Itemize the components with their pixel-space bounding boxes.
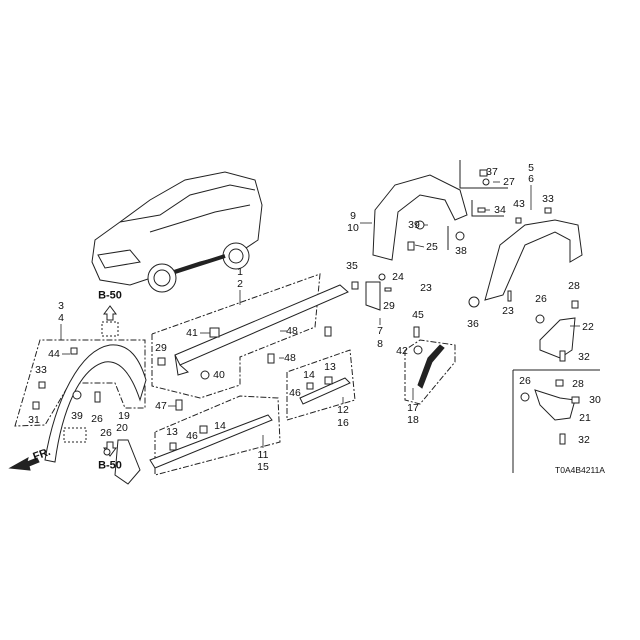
part-number[interactable]: 33 xyxy=(35,363,47,376)
part-number[interactable]: 22 xyxy=(582,320,594,333)
part-number[interactable]: 30 xyxy=(589,393,601,406)
part-number[interactable]: 23 xyxy=(502,304,514,317)
part-number[interactable]: 13 xyxy=(324,360,336,373)
part-number[interactable]: 21 xyxy=(579,411,591,424)
part-number[interactable]: 14 xyxy=(214,419,226,432)
ref-arrow-down xyxy=(103,441,117,457)
part-number[interactable]: 9 xyxy=(350,209,356,222)
part-number[interactable]: 10 xyxy=(347,221,359,234)
part-number[interactable]: 1 xyxy=(237,265,243,278)
part-number[interactable]: 26 xyxy=(91,412,103,425)
part-number[interactable]: 36 xyxy=(467,317,479,330)
part-number[interactable]: 25 xyxy=(426,240,438,253)
part-number[interactable]: 2 xyxy=(237,277,243,290)
part-number[interactable]: 33 xyxy=(542,192,554,205)
vehicle-illustration xyxy=(91,171,263,293)
part-number[interactable]: 4 xyxy=(58,311,64,324)
part-number[interactable]: 3 xyxy=(58,299,64,312)
part-number[interactable]: 28 xyxy=(568,279,580,292)
part-number[interactable]: 31 xyxy=(28,413,40,426)
part-number[interactable]: 12 xyxy=(337,403,349,416)
part-number[interactable]: 46 xyxy=(289,386,301,399)
part-number[interactable]: 46 xyxy=(186,429,198,442)
part-number[interactable]: 43 xyxy=(513,197,525,210)
part-number[interactable]: 44 xyxy=(48,347,60,360)
part-number[interactable]: 26 xyxy=(100,426,112,439)
part-number[interactable]: 6 xyxy=(528,172,534,185)
part-number[interactable]: 26 xyxy=(519,374,531,387)
ref-label-b50-top: B-50 xyxy=(98,289,122,302)
ref-label-b50-bottom: B-50 xyxy=(98,459,122,472)
part-number[interactable]: 27 xyxy=(503,175,515,188)
part-number[interactable]: 32 xyxy=(578,433,590,446)
part-number[interactable]: 23 xyxy=(420,281,432,294)
part-number[interactable]: 41 xyxy=(186,326,198,339)
part-number[interactable]: 39 xyxy=(71,409,83,422)
part-number[interactable]: 34 xyxy=(494,203,506,216)
part-number[interactable]: 19 xyxy=(118,409,130,422)
part-number[interactable]: 32 xyxy=(578,350,590,363)
part-number[interactable]: 5 xyxy=(528,161,534,174)
diagram-code: T0A4B4211A xyxy=(555,464,605,475)
part-number[interactable]: 40 xyxy=(213,368,225,381)
part-number[interactable]: 7 xyxy=(377,324,383,337)
part-number[interactable]: 39 xyxy=(408,218,420,231)
part-number[interactable]: 47 xyxy=(155,399,167,412)
part-number[interactable]: 17 xyxy=(407,401,419,414)
part-number[interactable]: 45 xyxy=(412,308,424,321)
ref-arrow-up xyxy=(103,305,117,321)
part-number[interactable]: 26 xyxy=(535,292,547,305)
front-arrow-icon xyxy=(8,457,40,471)
part-number[interactable]: 37 xyxy=(486,165,498,178)
part-number[interactable]: 16 xyxy=(337,416,349,429)
part-number[interactable]: 48 xyxy=(284,351,296,364)
part-number[interactable]: 20 xyxy=(116,421,128,434)
part-number[interactable]: 8 xyxy=(377,337,383,350)
part-number[interactable]: 42 xyxy=(396,344,408,357)
part-number[interactable]: 48 xyxy=(286,324,298,337)
part-number[interactable]: 15 xyxy=(257,460,269,473)
part-number[interactable]: 29 xyxy=(155,341,167,354)
part-number[interactable]: 14 xyxy=(303,368,315,381)
part-number[interactable]: 18 xyxy=(407,413,419,426)
part-number[interactable]: 11 xyxy=(257,448,269,461)
part-number[interactable]: 38 xyxy=(455,244,467,257)
part-number[interactable]: 35 xyxy=(346,259,358,272)
part-number[interactable]: 13 xyxy=(166,425,178,438)
part-number[interactable]: 28 xyxy=(572,377,584,390)
part-number[interactable]: 29 xyxy=(383,299,395,312)
part-number[interactable]: 24 xyxy=(392,270,404,283)
